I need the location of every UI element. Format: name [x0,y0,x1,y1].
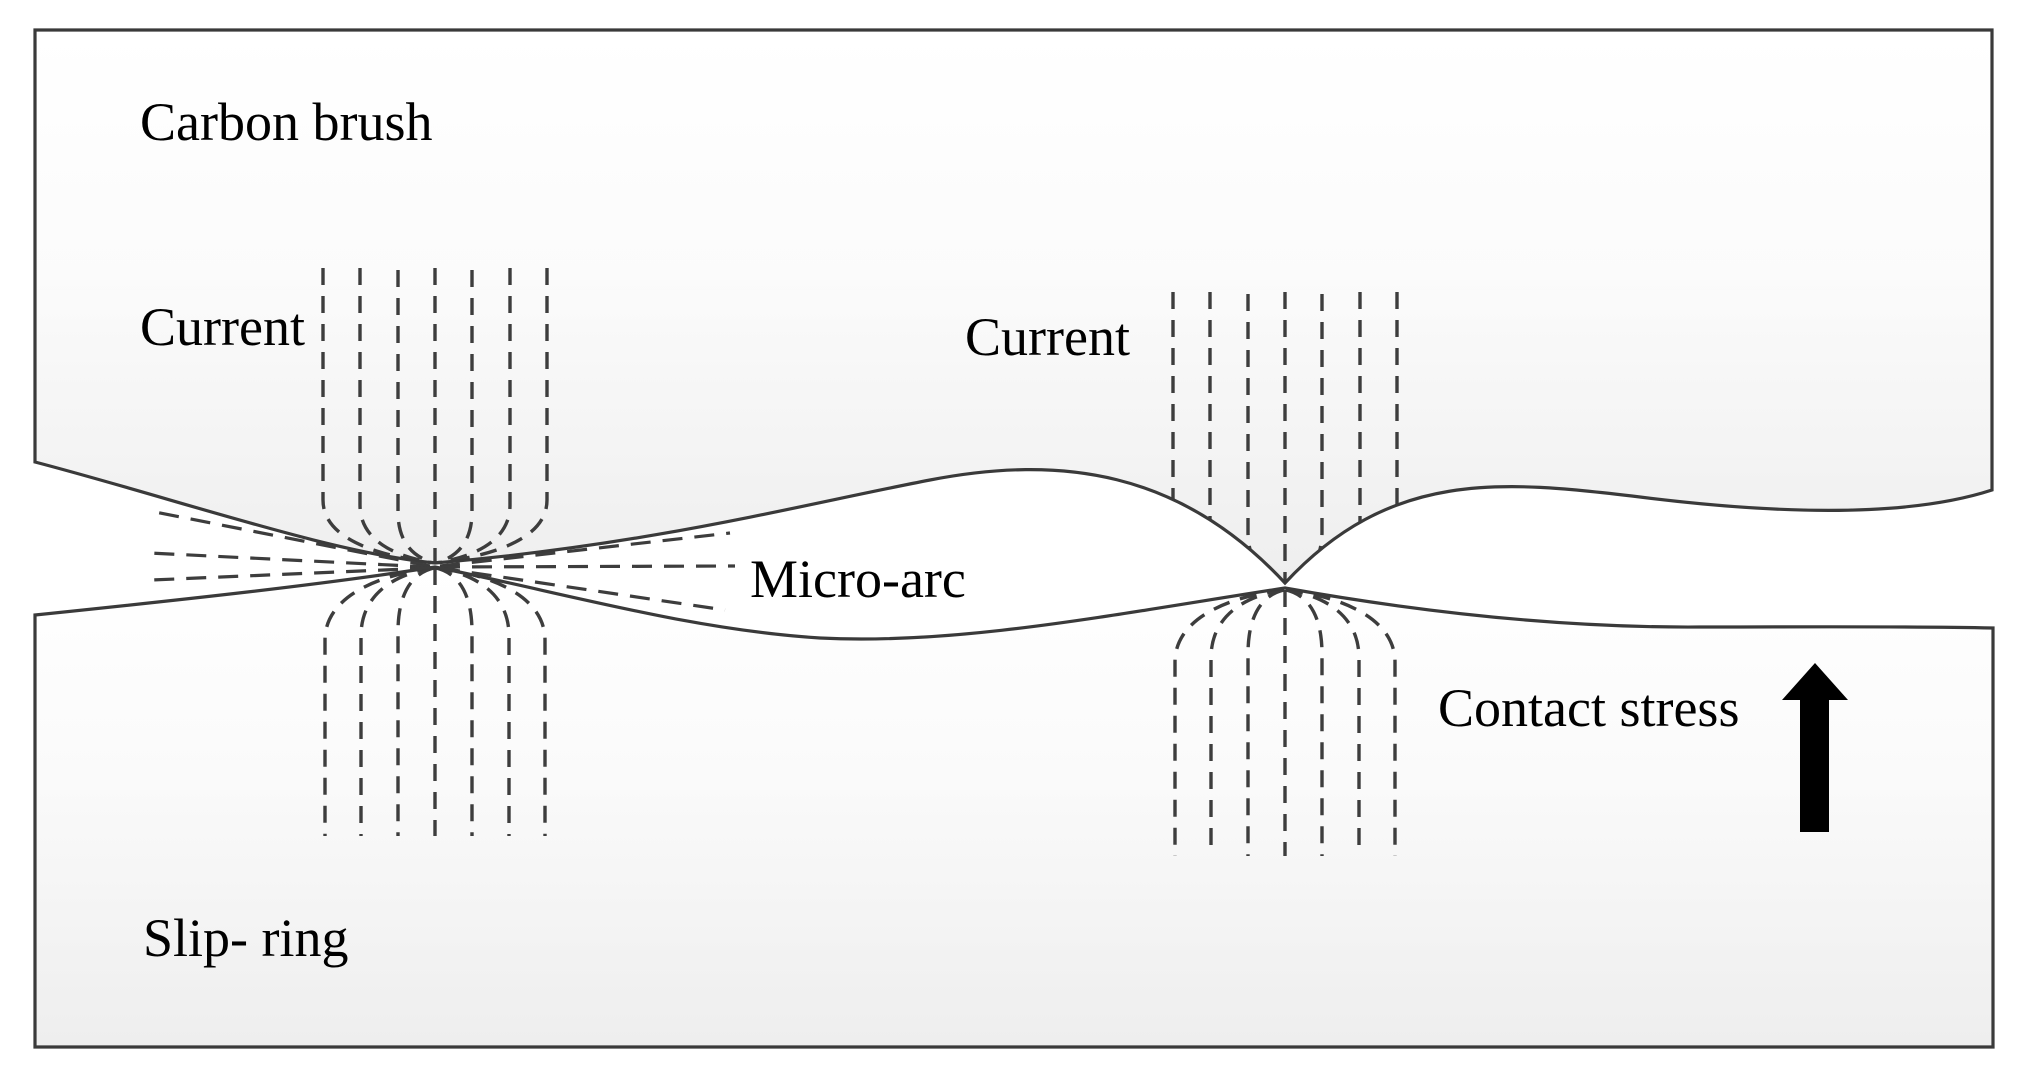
micro-arc-rays [149,510,736,612]
contact-stress-arrow [1782,663,1848,832]
slip-ring-shape [35,567,1993,1047]
micro-arc-ray [439,564,736,569]
label-micro-arc: Micro-arc [750,549,966,609]
carbon-brush-body [35,30,1992,583]
label-slip-ring: Slip- ring [143,908,349,968]
current-line [1285,294,1324,583]
micro-arc-ray [149,551,431,569]
slip-ring-body [35,567,1993,1047]
micro-arc-ray [439,566,726,612]
carbon-brush-shape [35,30,1992,583]
contact-stress-arrow-shape [1782,663,1848,832]
slip-ring-outline [33,565,1995,1049]
lower-right-current-bundle [1173,588,1397,856]
label-current-right: Current [965,307,1130,367]
label-carbon-brush: Carbon brush [140,92,432,152]
micro-arc-ray [154,510,431,568]
current-line [1209,588,1285,856]
current-line [1246,588,1285,856]
current-line [435,268,512,565]
current-line [396,567,435,836]
micro-arc-ray [151,566,431,582]
current-line [1246,294,1285,583]
label-contact-stress: Contact stress [1438,678,1739,738]
current-line [358,268,435,565]
label-current-left: Current [140,297,305,357]
micro-arc-ray [439,531,731,568]
